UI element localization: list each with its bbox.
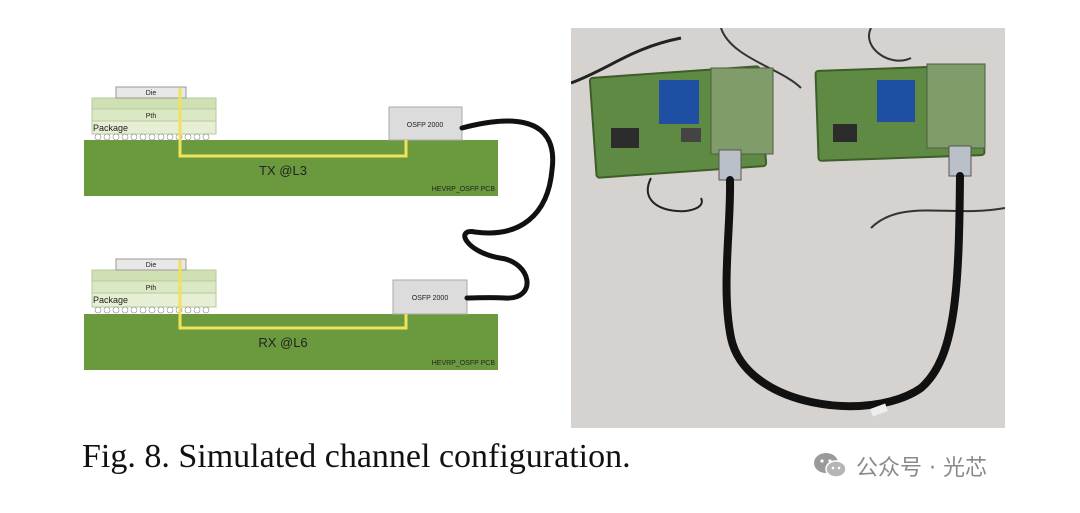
figure-caption: Fig. 8. Simulated channel configuration. [82, 438, 631, 475]
tx-die-layer [91, 97, 217, 110]
bg-cable [647, 177, 703, 213]
tx-trace [178, 88, 408, 158]
rx-solder-bumps [94, 306, 210, 314]
rx-die [115, 258, 187, 271]
tx-die [115, 86, 187, 99]
left-osfp-cage [710, 67, 774, 155]
tx-pcb [84, 140, 498, 196]
right-osfp-cage [926, 63, 986, 149]
rx-connector-label: OSFP 2000 [412, 295, 449, 302]
tx-pcb-label: HEVRP_OSFP PCB [432, 186, 496, 193]
tx-channel: Die Pth Package OSFP 2000 TX @L3 HEVRP_O… [84, 86, 498, 196]
right-heatsink [877, 80, 915, 122]
rx-pcb-label: HEVRP_OSFP PCB [432, 360, 496, 367]
tx-package-label: Package [93, 123, 128, 133]
tx-trace-label: TX @L3 [259, 163, 307, 178]
tx-interposer-label: Pth [146, 113, 157, 120]
rx-trace [178, 260, 408, 330]
rx-osfp-connector [392, 279, 468, 315]
bg-cable [868, 28, 912, 62]
rx-pcb [84, 314, 498, 370]
lab-setup-photo [571, 28, 1005, 428]
tx-connector-label: OSFP 2000 [407, 122, 444, 129]
rx-die-layer [91, 269, 217, 282]
rx-interposer-label: Pth [146, 285, 157, 292]
bg-cable [870, 207, 1005, 229]
right-osfp-module [948, 145, 972, 177]
rx-channel: Die Pth Package OSFP 2000 RX @L6 HEVRP_O… [84, 258, 498, 370]
rx-die-label: Die [146, 262, 157, 269]
rx-trace-label: RX @L6 [258, 335, 307, 350]
rx-package-label: Package [93, 295, 128, 305]
tx-solder-bumps [94, 133, 210, 141]
bg-cable [571, 36, 682, 85]
bg-cable [720, 28, 802, 89]
watermark: 公众号 · 光芯 [812, 450, 987, 482]
loopback-cable [459, 118, 556, 301]
wechat-icon [814, 453, 847, 478]
channel-schematic: Die Pth Package OSFP 2000 TX @L3 HEVRP_O… [84, 86, 556, 370]
left-osfp-module [718, 149, 742, 181]
loop-cable [722, 172, 964, 411]
tx-osfp-connector [388, 106, 463, 141]
left-eval-board [588, 65, 774, 179]
watermark-text: 公众号 · 光芯 [856, 456, 987, 481]
left-heatsink [659, 80, 699, 124]
tx-die-label: Die [146, 90, 157, 97]
